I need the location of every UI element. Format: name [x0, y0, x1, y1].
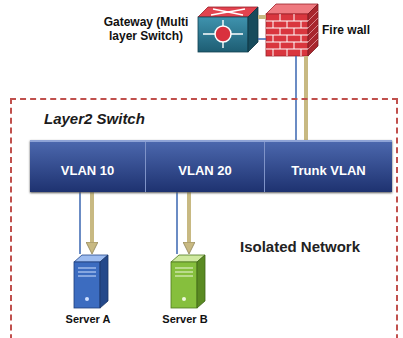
connector-line	[258, 15, 266, 19]
server-a-icon	[74, 255, 108, 308]
switch-heading: Layer2 Switch	[44, 110, 145, 127]
power-light	[182, 297, 186, 301]
icon-router-dot	[215, 26, 231, 42]
server-label: Server B	[162, 313, 207, 325]
icon-side	[100, 255, 108, 308]
isolated-network-region: Isolated Network Layer2 SwitchVLAN 10 VLAN…	[10, 98, 398, 338]
vlan-label: VLAN 10	[61, 163, 114, 178]
icon-front	[198, 17, 248, 52]
vlan-port: VLAN 20	[146, 142, 265, 192]
brick-mortar	[266, 14, 308, 56]
icon-slot	[53, 254, 123, 310]
connector-line	[187, 192, 191, 244]
power-light	[85, 297, 89, 301]
vlan-label: VLAN 20	[178, 163, 231, 178]
firewall-icon	[266, 4, 318, 56]
gateway-icon	[198, 7, 258, 52]
device-label: Gateway (Multi layer Switch)	[98, 15, 194, 43]
label-holder: Layer2 Switch	[44, 110, 145, 127]
icon-slot	[266, 4, 318, 56]
icon-front	[266, 14, 308, 56]
region-label: Isolated Network	[240, 238, 360, 255]
connector-line	[258, 38, 266, 40]
icon-side	[248, 7, 258, 52]
drive-slots	[175, 268, 193, 276]
icon-arrow	[211, 9, 245, 15]
icon-slot	[150, 254, 220, 310]
connector-line	[176, 192, 178, 254]
vlan-port: VLAN 10	[30, 142, 146, 192]
icon-front	[171, 262, 197, 308]
connector-line	[79, 192, 81, 254]
brick-mortar	[308, 11, 318, 49]
gateway-switch: Gateway (Multi layer Switch)	[98, 6, 258, 52]
icon-side	[197, 255, 205, 308]
icon-front	[74, 262, 100, 308]
server-b-icon	[171, 255, 205, 308]
connector-line	[90, 192, 94, 244]
vlan-label: Trunk VLAN	[291, 163, 365, 178]
label-holder: Isolated Network	[240, 238, 360, 255]
server-label: Server A	[66, 313, 111, 325]
icon-arrow	[213, 9, 243, 15]
layer2-switch: Layer2 SwitchVLAN 10VLAN 20Trunk VLAN	[30, 140, 392, 192]
device-label: Fire wall	[322, 23, 370, 37]
icon-side	[308, 4, 318, 56]
firewall: Fire wall	[266, 4, 370, 56]
icon-slot	[198, 6, 258, 52]
trunk-port: Trunk VLAN	[265, 142, 392, 192]
server: Server B	[150, 254, 220, 325]
server: Server A	[53, 254, 123, 325]
drive-slots	[78, 268, 96, 276]
